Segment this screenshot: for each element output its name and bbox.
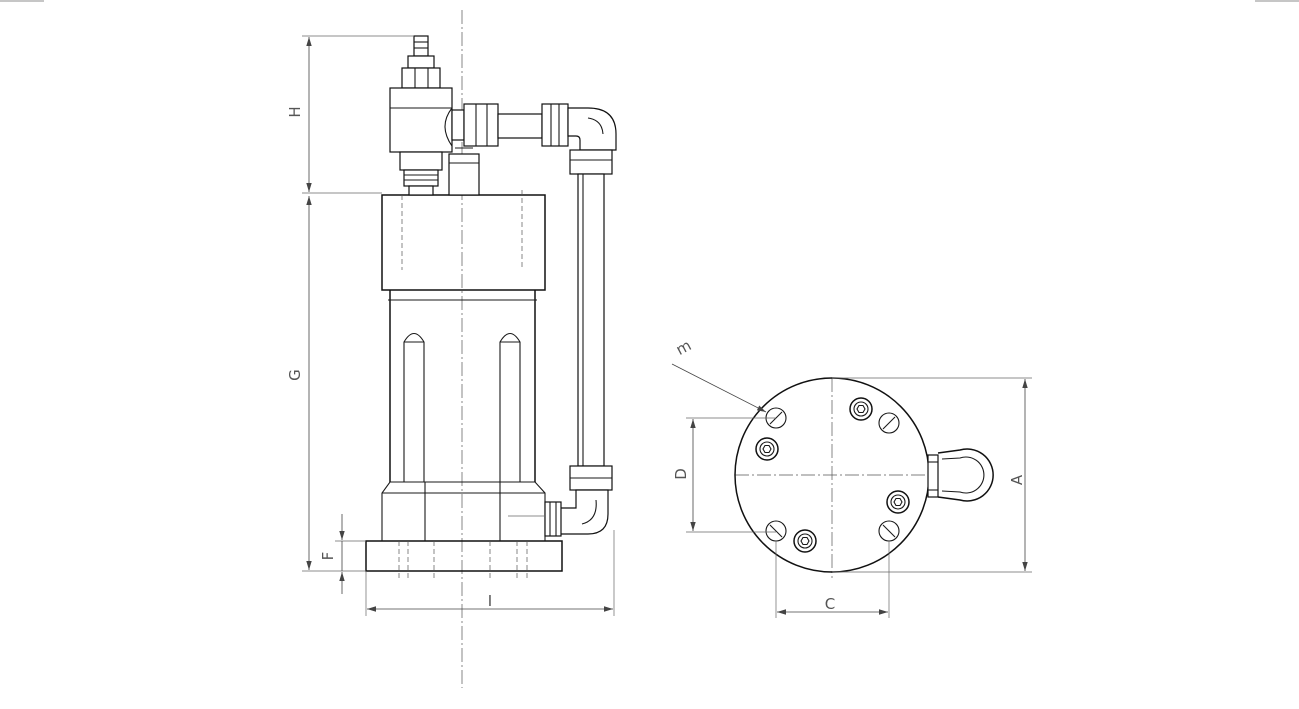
valve-hex [401,67,441,89]
slot-left [403,332,425,482]
dim-label-i: I [488,592,492,610]
top-elbow [567,107,617,151]
dim-label-d: D [672,468,690,480]
dim-label-c: C [825,595,835,613]
top-view: m D A C [671,336,1032,618]
dim-label-g: G [286,369,304,381]
top-elbow-bend [587,117,604,135]
mount-hole [765,520,787,542]
socket-head-screw [793,529,817,553]
socket-head-screw [849,397,873,421]
valve-thread [403,169,439,187]
bottom-fitting [544,501,562,537]
valve-lower-nut [399,151,443,171]
socket-head-screw [886,490,910,514]
mount-hole [878,412,900,434]
lower-body [381,481,546,541]
pipe-nut-2 [541,103,569,147]
bottom-elbow-bend [581,499,597,525]
dim-label-h: H [286,106,304,117]
leader-m [671,363,767,413]
vertical-pipe-nut-top [569,149,613,175]
valve-body [389,87,453,153]
dim-label-m: m [673,336,694,359]
banjo-eye-inner [941,456,985,494]
pipe-fitting-1 [451,109,465,141]
base-flange [365,540,563,572]
socket-head-screw [755,437,779,461]
horizontal-pipe [497,113,543,139]
vertical-pipe [577,173,605,467]
front-view: H G F I [286,10,617,688]
bottom-elbow [559,489,609,535]
side-fitting [927,454,939,498]
banjo-eye-outer [937,448,994,502]
center-port [448,153,480,196]
valve-neck [408,185,434,196]
valve-stem-top [413,35,429,57]
valve-collar [407,55,435,69]
top-cylinder [381,194,546,291]
pipe-nut-1 [463,103,499,147]
slot-right [499,332,521,482]
valve-body-curve [444,107,453,147]
dim-label-a: A [1008,474,1026,485]
dim-label-f: F [319,552,337,561]
mount-hole [878,520,900,542]
